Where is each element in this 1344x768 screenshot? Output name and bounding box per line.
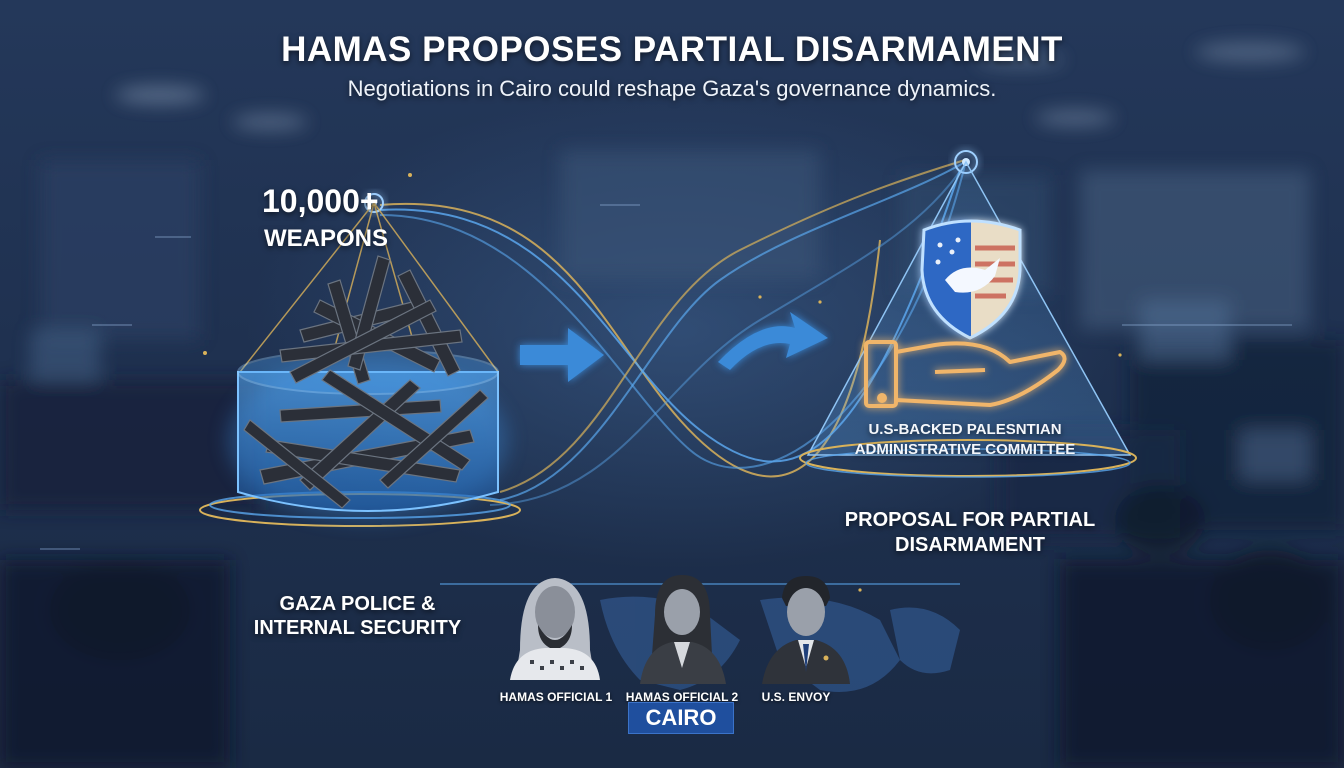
proposal-line-2: DISARMAMENT <box>895 534 1045 556</box>
curved-arrow-icon <box>718 312 828 370</box>
weapons-label: WEAPONS <box>264 225 389 252</box>
committee-line-1: U.S-BACKED PALESNTIAN <box>868 421 1062 438</box>
official-name-hamas-1: HAMAS OFFICIAL 1 <box>499 690 613 704</box>
sparkle-decorations <box>203 173 1122 592</box>
official-name-hamas-2: HAMAS OFFICIAL 2 <box>625 690 739 704</box>
hamas-official-2-avatar <box>640 575 726 684</box>
weapons-container <box>199 202 521 527</box>
page-title: HAMAS PROPOSES PARTIAL DISARMAMENT <box>281 30 1063 69</box>
committee-line-2: ADMINISTRATIVE COMMITTEE <box>854 441 1076 458</box>
police-line-2: INTERNAL SECURITY <box>253 617 462 639</box>
official-name-us-envoy: U.S. ENVOY <box>761 690 831 704</box>
shield-dove-icon <box>920 219 1022 340</box>
police-label: GAZA POLICE & INTERNAL SECURITY <box>220 592 495 640</box>
committee-label: U.S-BACKED PALESNTIAN ADMINISTRATIVE COM… <box>820 420 1110 460</box>
location-badge: CAIRO <box>628 702 734 734</box>
weapons-count: 10,000+ <box>262 183 379 219</box>
proposal-line-1: PROPOSAL FOR PARTIAL <box>844 509 1096 531</box>
arrow-right-icon <box>520 328 604 382</box>
proposal-label: PROPOSAL FOR PARTIAL DISARMAMENT <box>820 508 1120 558</box>
weapons-pile-icon <box>243 255 489 509</box>
open-hand-icon <box>864 340 1067 408</box>
node-markers <box>364 150 978 213</box>
us-envoy-avatar <box>762 576 850 684</box>
hamas-official-1-avatar <box>510 578 600 680</box>
police-line-1: GAZA POLICE & <box>279 593 436 615</box>
page-subtitle: Negotiations in Cairo could reshape Gaza… <box>347 76 997 101</box>
